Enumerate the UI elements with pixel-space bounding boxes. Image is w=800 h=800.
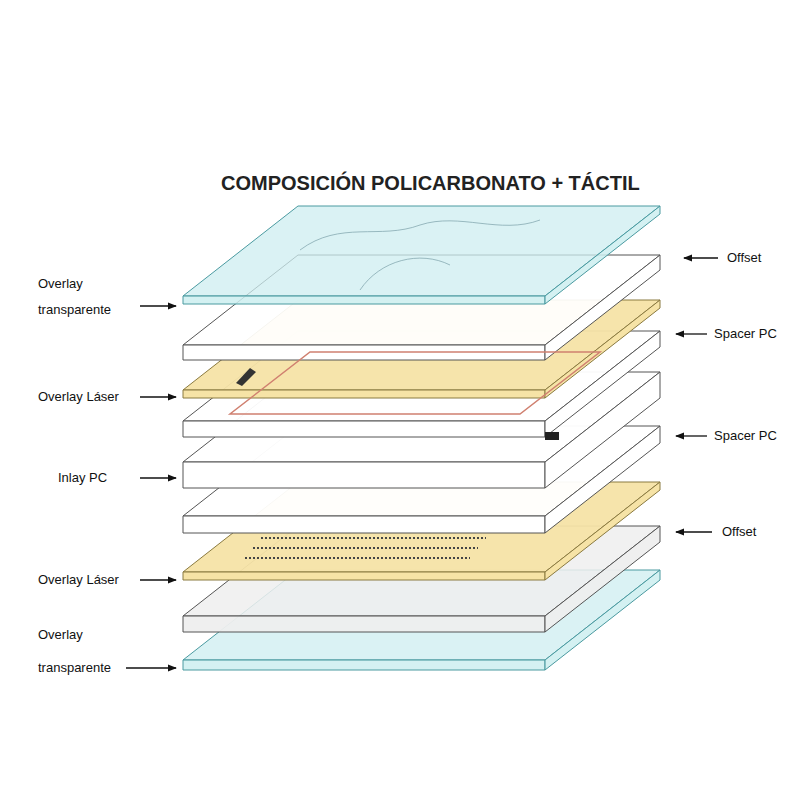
- layer-front: [183, 660, 545, 670]
- diagram-title: COMPOSICIÓN POLICARBONATO + TÁCTIL: [221, 172, 640, 195]
- layer-front: [183, 616, 545, 632]
- layer-front: [183, 421, 545, 437]
- photo-mark: [236, 368, 256, 386]
- card-layer: [183, 206, 660, 304]
- leader-arrow: [676, 531, 712, 532]
- layer-label: Offset: [722, 524, 756, 540]
- print-line: [261, 537, 486, 539]
- layer-label: Overlay transparente: [38, 271, 118, 323]
- leader-arrows: [126, 258, 718, 668]
- leader-arrow: [676, 435, 707, 436]
- layer-label: Inlay PC: [58, 470, 107, 486]
- layer-front: [183, 462, 545, 488]
- leader-arrow: [140, 477, 176, 478]
- antenna-loop: [230, 352, 600, 414]
- layer-details: [230, 220, 600, 558]
- chip: [545, 432, 559, 440]
- layer-side: [545, 206, 660, 304]
- layer-front: [183, 296, 545, 304]
- layer-label: Spacer PC: [714, 326, 777, 342]
- layer-front: [183, 572, 545, 580]
- layer-label: Overlay transparente: [38, 618, 118, 684]
- leader-arrow: [140, 305, 176, 306]
- layer-top: [183, 206, 660, 296]
- layer-front: [183, 390, 545, 398]
- overlay-artwork: [300, 220, 540, 290]
- print-line: [245, 557, 470, 559]
- layer-label: Spacer PC: [714, 428, 777, 444]
- leader-arrow: [684, 257, 718, 258]
- layer-front: [183, 516, 545, 533]
- leader-arrow: [140, 396, 176, 397]
- leader-arrow: [126, 667, 176, 668]
- leader-arrow: [676, 333, 707, 334]
- print-line: [253, 547, 478, 549]
- leader-arrow: [140, 579, 176, 580]
- layer-label: Overlay Láser: [38, 572, 119, 588]
- layer-label: Overlay Láser: [38, 389, 119, 405]
- layer-label: Offset: [727, 250, 761, 266]
- layer-stack: [183, 206, 660, 670]
